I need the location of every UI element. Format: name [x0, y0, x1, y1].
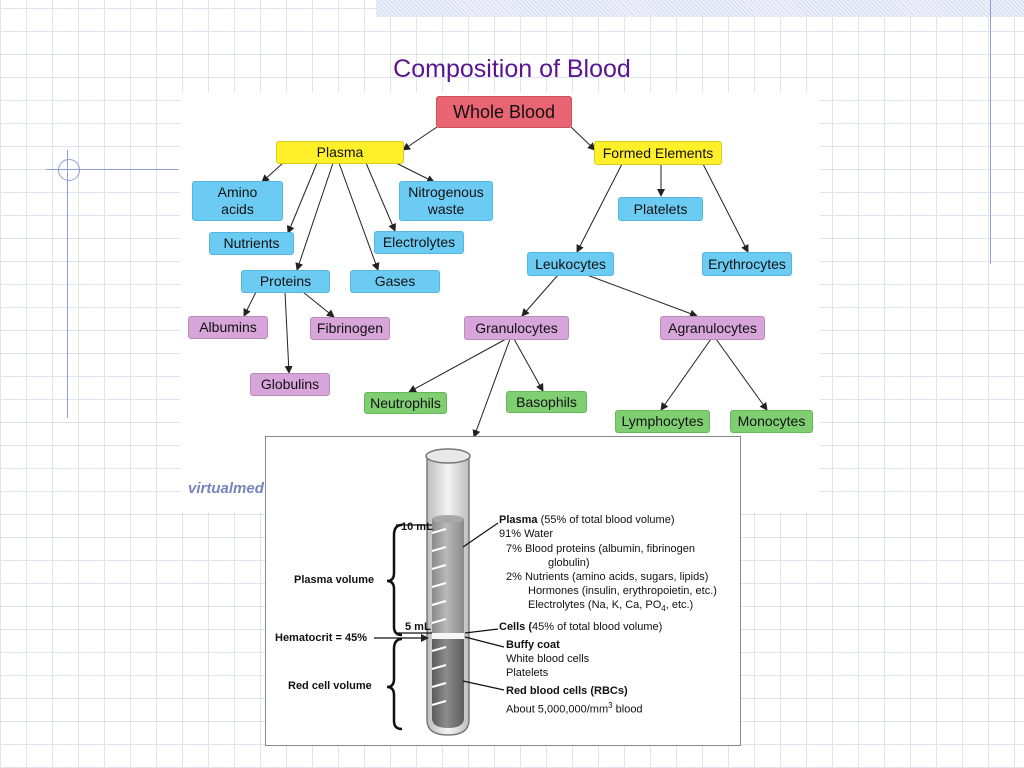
node-nitrogenous-waste: Nitrogenous waste [399, 181, 493, 221]
electrolytes-sub: 4 [661, 604, 666, 614]
edge-leukocytes-granulocytes [521, 274, 559, 317]
leader-cells [464, 628, 499, 634]
tube-graduations [431, 528, 447, 706]
node-erythrocytes: Erythrocytes [702, 252, 792, 276]
label-10ml: 10 mL [401, 521, 433, 533]
rbc-count-text-a: About 5,000,000/mm [506, 703, 609, 716]
plasma-proteins: 7% Blood proteins (albumin, fibrinogen [506, 543, 695, 555]
node-plasma: Plasma [276, 141, 404, 164]
node-gases: Gases [350, 270, 440, 293]
buffy-coat-heading: Buffy coat [506, 639, 560, 651]
edge-leukocytes-agranulocytes [586, 274, 698, 318]
edge-proteins-globulins [284, 291, 293, 374]
plasma-heading-pct: (55% of total blood volume) [537, 514, 675, 526]
node-monocytes: Monocytes [730, 410, 813, 433]
plasma-heading-bold: Plasma [499, 514, 538, 526]
edge-formed-erythrocytes [702, 163, 749, 253]
rbc-count-sup: 3 [608, 701, 613, 710]
leader-plasma [462, 522, 499, 548]
electrolytes-text-a: Electrolytes (Na, K, Ca, PO [528, 599, 662, 611]
edge-granulocytes-eosinophils [472, 338, 511, 438]
edge-plasma-electrolytes [365, 162, 396, 232]
node-formed-elements: Formed Elements [594, 141, 722, 165]
test-tube-figure: 10 mL 5 mL Plasma volume Hematocrit = 45… [265, 436, 741, 746]
plasma-globulin: globulin) [548, 557, 590, 569]
rbc-count-text-b: blood [612, 703, 643, 716]
leader-buffy [464, 636, 505, 648]
label-5ml: 5 mL [405, 621, 431, 633]
edge-plasma-nitro [395, 162, 435, 183]
node-proteins: Proteins [241, 270, 330, 293]
node-neutrophils: Neutrophils [364, 392, 447, 414]
plasma-heading: Plasma (55% of total blood volume) [499, 514, 675, 527]
bracket-plasma [386, 523, 403, 637]
node-nutrients: Nutrients [209, 232, 294, 255]
node-lymphocytes: Lymphocytes [615, 410, 710, 433]
plasma-nutrients: 2% Nutrients (amino acids, sugars, lipid… [506, 571, 709, 583]
edge-agranulocytes-monocytes [715, 338, 768, 411]
label-hematocrit: Hematocrit = 45% [275, 632, 368, 644]
edge-plasma-proteins [295, 162, 334, 271]
watermark-logo: virtualmed [188, 480, 264, 497]
edge-proteins-fibrinogen [302, 291, 335, 318]
edge-plasma-nutrients [286, 162, 318, 234]
buffy-wbc: White blood cells [506, 653, 590, 665]
node-basophils: Basophils [506, 391, 587, 413]
node-albumins: Albumins [188, 316, 268, 339]
bracket-red-cells [386, 637, 403, 731]
node-electrolytes: Electrolytes [374, 231, 464, 254]
edge-root-plasma [402, 126, 438, 151]
edge-plasma-amino [261, 162, 284, 183]
tube-plasma [432, 519, 464, 633]
slide-title: Composition of Blood [393, 55, 631, 83]
top-pattern-band [376, 0, 1024, 17]
edge-plasma-gases [338, 162, 380, 271]
edge-root-formed [570, 126, 596, 151]
node-fibrinogen: Fibrinogen [310, 317, 390, 340]
edge-granulocytes-basophils [513, 338, 544, 392]
tube-plasma-surface [432, 515, 464, 523]
node-whole-blood: Whole Blood [436, 96, 572, 128]
leader-rbc [462, 680, 505, 691]
node-amino-acids: Amino acids [192, 181, 283, 221]
edge-proteins-albumins [243, 291, 257, 317]
electrolytes-text-b: , etc.) [665, 599, 694, 611]
rbc-heading: Red blood cells (RBCs) [506, 685, 628, 697]
deco-vertical-line-right [990, 0, 991, 264]
node-globulins: Globulins [250, 373, 330, 396]
plasma-hormones: Hormones (insulin, erythropoietin, etc.) [528, 585, 717, 597]
label-red-cell-volume: Red cell volume [288, 680, 372, 692]
label-plasma-volume: Plasma volume [294, 574, 375, 586]
buffy-platelets: Platelets [506, 667, 549, 679]
cells-heading-bold: Cells ( [499, 621, 533, 633]
edge-formed-leukocytes [576, 163, 623, 253]
tube-buffy-coat [432, 633, 464, 639]
edge-agranulocytes-lymphocytes [660, 338, 712, 411]
node-granulocytes: Granulocytes [464, 316, 569, 340]
cells-heading-pct: 45% of total blood volume) [532, 621, 663, 633]
deco-circle [58, 159, 80, 181]
plasma-electrolytes: Electrolytes (Na, K, Ca, PO4, etc.) [528, 599, 693, 615]
cells-heading: Cells (45% of total blood volume) [499, 621, 662, 634]
node-platelets: Platelets [618, 197, 703, 221]
deco-horizontal-line [46, 169, 178, 170]
rbc-count: About 5,000,000/mm3 blood [506, 699, 643, 717]
plasma-water: 91% Water [499, 528, 554, 540]
node-leukocytes: Leukocytes [527, 252, 614, 276]
node-agranulocytes: Agranulocytes [660, 316, 765, 340]
tube-red-cells [432, 639, 464, 728]
edge-granulocytes-neutrophils [408, 338, 507, 393]
tube-rim [425, 448, 471, 464]
deco-vertical-line-left [67, 150, 68, 418]
test-tube-drawing [374, 448, 505, 736]
